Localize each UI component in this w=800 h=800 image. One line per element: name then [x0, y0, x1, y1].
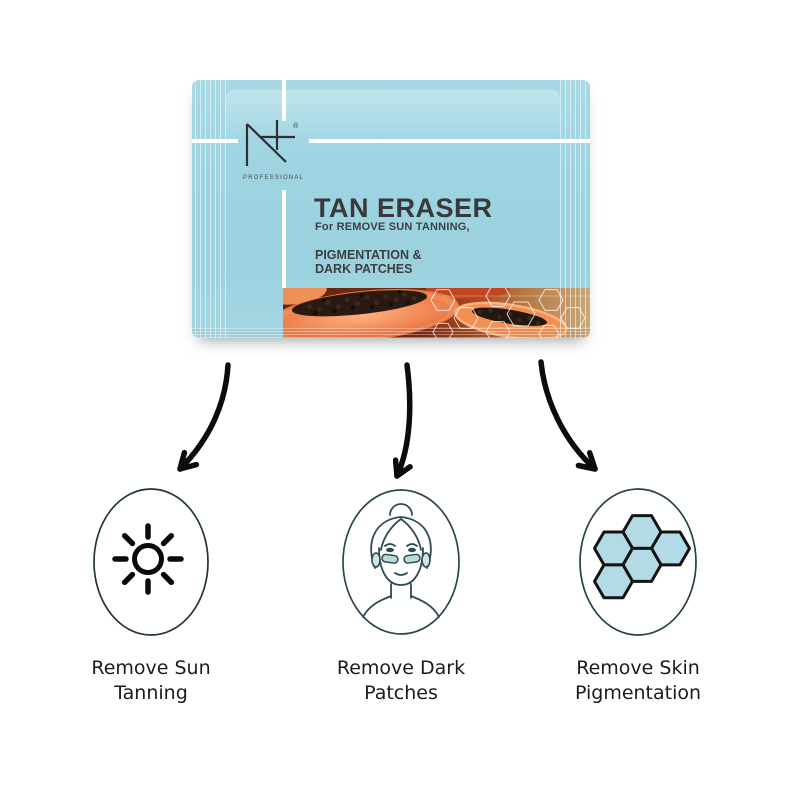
- papaya-photo-strip: [283, 288, 590, 338]
- brand-subtext: PROFESSIONAL: [243, 175, 305, 181]
- label-line: Remove Skin: [576, 657, 700, 679]
- sachet-crimp-bottom: [192, 328, 590, 338]
- product-title: TAN ERASER: [314, 193, 493, 223]
- benefit-label-dark-patches: Remove Dark Patches: [291, 656, 511, 706]
- registered-mark: ®: [293, 122, 299, 130]
- sun-icon: [93, 488, 209, 636]
- label-line: Tanning: [114, 682, 188, 704]
- label-line: Remove Sun: [91, 657, 211, 679]
- package-vertical-line-top: [282, 80, 286, 121]
- arrow-left: [177, 362, 231, 472]
- product-tagline-line1: PIGMENTATION &: [315, 248, 422, 262]
- honeycomb-hexagons-icon: [579, 488, 697, 636]
- n-plus-logo-icon: ®: [245, 120, 299, 166]
- package-vertical-line-bottom: [282, 190, 286, 288]
- product-tagline-line2: DARK PATCHES: [315, 262, 413, 276]
- sachet-crimp-right: [560, 80, 590, 338]
- brand-logo: ® PROFESSIONAL: [243, 120, 304, 181]
- product-sachet: ® PROFESSIONAL TAN ERASER For REMOVE SUN…: [192, 80, 590, 338]
- product-subtitle: For REMOVE SUN TANNING,: [315, 221, 470, 233]
- label-line: Patches: [364, 682, 438, 704]
- arrows-group: [177, 359, 598, 479]
- label-line: Pigmentation: [574, 682, 702, 704]
- label-line: Remove Dark: [336, 657, 466, 679]
- benefit-label-sun-tanning: Remove Sun Tanning: [41, 656, 261, 706]
- benefit-label-skin-pigmentation: Remove Skin Pigmentation: [528, 656, 748, 706]
- arrow-right: [538, 359, 598, 472]
- sachet-crimp-left: [195, 80, 228, 338]
- package-horizontal-line-right: [309, 139, 590, 143]
- face-eye-patches-icon: [342, 489, 460, 635]
- arrow-middle: [392, 362, 413, 479]
